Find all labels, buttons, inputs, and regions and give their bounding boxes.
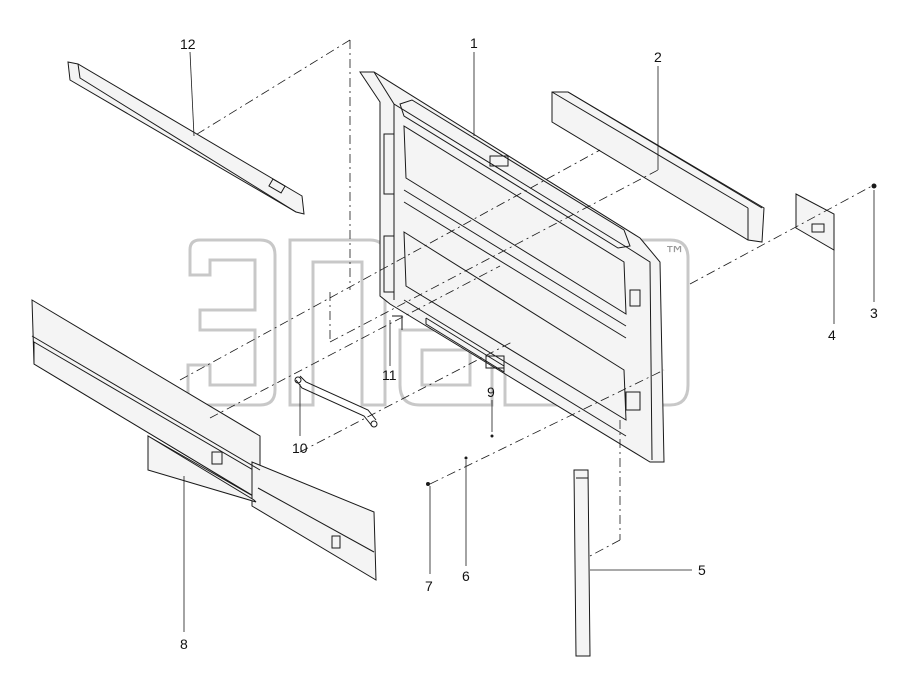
part-8-lower-panels: [31, 299, 377, 581]
part-6-fastener: [464, 456, 468, 460]
part-4-plate: [795, 193, 835, 251]
callout-2: 2: [654, 49, 662, 65]
callout-labels: 1 2 3 4 5 6 7 8 9 10 11 12: [180, 35, 878, 652]
callout-8: 8: [180, 636, 188, 652]
callout-7: 7: [425, 578, 433, 594]
trademark-symbol: ™: [664, 243, 686, 268]
callout-11: 11: [382, 367, 397, 383]
callout-4: 4: [828, 327, 836, 343]
part-7-fastener: [426, 482, 430, 486]
callout-9: 9: [487, 384, 495, 400]
part-1-main-frame: [359, 71, 665, 463]
part-9-fastener: [490, 434, 494, 438]
assembly-lines: [179, 39, 873, 557]
callout-5: 5: [698, 562, 706, 578]
callout-10: 10: [292, 440, 308, 456]
callout-1: 1: [470, 35, 478, 51]
callout-3: 3: [870, 305, 878, 321]
part-3-screw: [871, 183, 877, 189]
part-12-trim-strip: [67, 61, 305, 215]
callout-12: 12: [180, 36, 196, 52]
leader-lines: [183, 51, 875, 632]
part-10-rod: [294, 375, 378, 428]
part-5-seal-strip: [573, 469, 591, 657]
callout-6: 6: [462, 568, 470, 584]
fasteners: [392, 315, 494, 486]
